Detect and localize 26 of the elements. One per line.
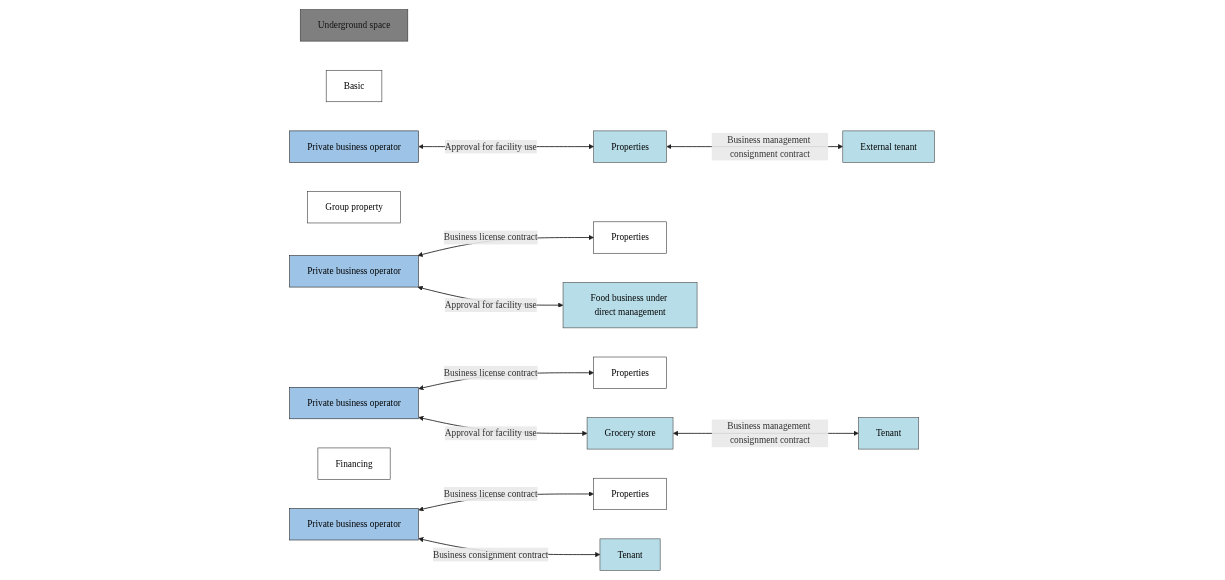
node-box: Food business under direct management (563, 282, 698, 329)
node-box: Financing (318, 447, 391, 480)
node-box: Properties (593, 477, 668, 510)
edge-label: Approval for facility use (445, 299, 538, 310)
edge-label: Business license contract (444, 367, 539, 378)
node-box: Tenant (858, 417, 920, 450)
node-box: Private business operator (289, 508, 420, 541)
edge-label: Approval for facility use (445, 428, 538, 439)
node-box: Properties (593, 130, 668, 163)
edge-label: Business management consignment contract (727, 134, 811, 159)
node-box: Private business operator (289, 130, 420, 163)
node-box: Grocery store (587, 417, 674, 450)
node-box: Properties (593, 356, 668, 389)
edge-label: Business management consignment contract (727, 421, 811, 446)
node-box: Tenant (600, 538, 661, 571)
node-box: External tenant (842, 130, 936, 163)
node-box: Private business operator (289, 387, 420, 420)
edge-label: Business license contract (444, 232, 539, 243)
node-box: Private business operator (289, 255, 420, 288)
edge-label: Business consignment contract (433, 549, 549, 560)
node-box: Properties (593, 221, 668, 254)
node-box: Underground space (300, 9, 409, 42)
edge-label: Approval for facility use (445, 141, 538, 152)
node-box: Group property (307, 191, 402, 224)
edge-label: Business license contract (444, 488, 539, 499)
node-box: Basic (326, 69, 383, 103)
